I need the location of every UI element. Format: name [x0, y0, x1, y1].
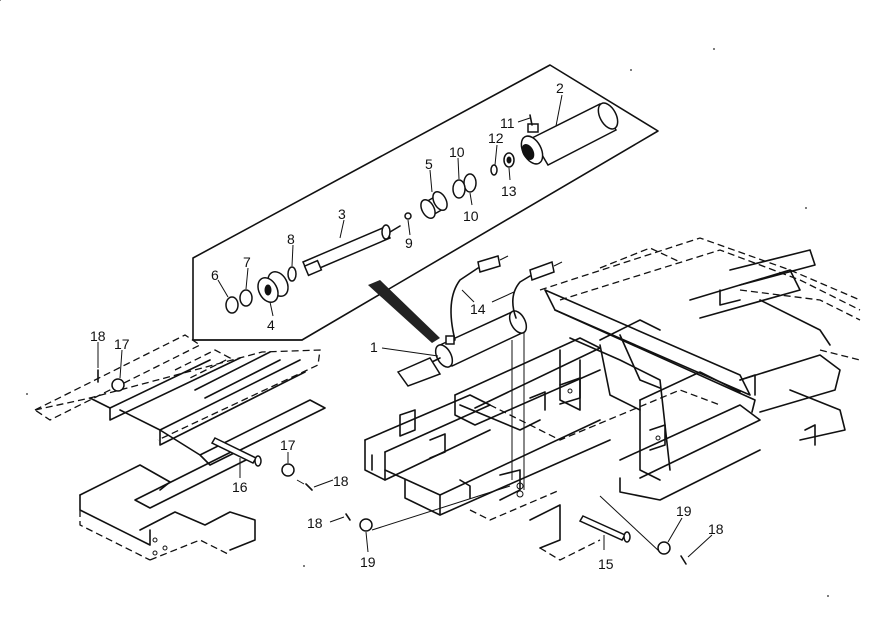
washer-19b [657, 541, 671, 555]
shaft-15 [578, 515, 631, 543]
callout-leaders [97, 94, 713, 558]
ring-8 [287, 266, 297, 282]
callout-13: 13 [501, 183, 517, 199]
callout-18d: 18 [708, 521, 724, 537]
piston-rod-3 [301, 224, 401, 277]
pointer-hatch [368, 280, 440, 343]
callout-11: 11 [500, 115, 515, 131]
callout-6: 6 [211, 267, 219, 283]
callout-12: 12 [488, 130, 504, 146]
callout-2: 2 [556, 80, 564, 96]
pin-18d [680, 555, 687, 565]
pin-18c [345, 513, 351, 521]
callout-18a: 18 [90, 328, 106, 344]
callout-10b: 10 [463, 208, 479, 224]
callout-3: 3 [338, 206, 346, 222]
callout-14: 14 [470, 301, 486, 317]
callout-19b: 19 [676, 503, 692, 519]
exploded-view-panel [0, 0, 659, 341]
callout-1: 1 [370, 339, 378, 355]
callout-16: 16 [232, 479, 248, 495]
callout-labels: 2 11 12 13 10 10 5 3 9 8 7 6 4 1 14 18 1… [90, 80, 724, 572]
left-frame [34, 334, 326, 561]
callout-18c: 18 [307, 515, 323, 531]
washer-17b [281, 463, 295, 477]
washer-17a [111, 378, 125, 392]
callout-4: 4 [267, 317, 275, 333]
scan-specks [26, 48, 829, 597]
seal-10a [452, 179, 466, 199]
cylinder-barrel [520, 102, 619, 166]
callout-18b: 18 [333, 473, 349, 489]
callout-17a: 17 [114, 336, 130, 352]
washer-12 [490, 164, 498, 176]
callout-19a: 19 [360, 554, 376, 570]
right-frame [364, 237, 861, 561]
cylinder-exploded-parts [225, 102, 619, 314]
callout-7: 7 [243, 254, 251, 270]
seal-10b [463, 173, 477, 193]
callout-15: 15 [598, 556, 614, 572]
o-ring-9 [404, 212, 412, 220]
assembled-cylinder [396, 310, 528, 387]
ring-7 [239, 289, 253, 307]
callout-9: 9 [405, 235, 413, 251]
callout-10a: 10 [449, 144, 465, 160]
hydraulic-hoses [450, 255, 563, 341]
pin-18b [305, 483, 313, 491]
washer-19a [359, 518, 373, 532]
screw-11 [529, 114, 533, 126]
callout-8: 8 [287, 231, 295, 247]
piston-5 [420, 190, 448, 220]
gland-4 [257, 271, 289, 303]
callout-17b: 17 [280, 437, 296, 453]
shaft-16 [210, 437, 262, 467]
callout-5: 5 [425, 156, 433, 172]
ring-6 [225, 296, 239, 314]
